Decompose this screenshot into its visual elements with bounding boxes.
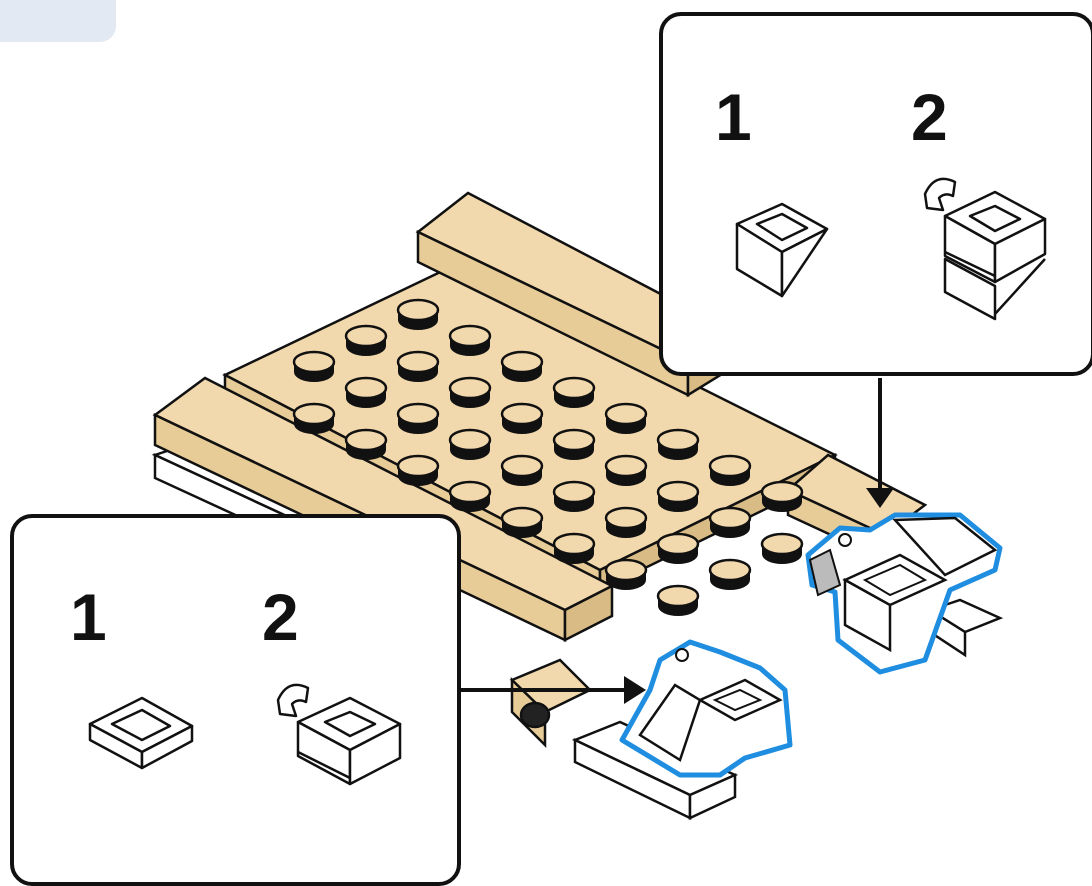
stud — [346, 378, 386, 398]
stud — [710, 560, 750, 580]
stud — [398, 404, 438, 424]
stud — [398, 352, 438, 372]
stud — [502, 508, 542, 528]
stud — [710, 456, 750, 476]
stud — [294, 352, 334, 372]
step-number: 1 — [715, 84, 752, 150]
stud — [398, 300, 438, 320]
stud — [606, 404, 646, 424]
stud — [294, 404, 334, 424]
stud — [450, 430, 490, 450]
stud — [502, 352, 542, 372]
clip-brick-1x1-icon — [270, 672, 410, 802]
stud — [554, 482, 594, 502]
bracket-with-pin — [512, 660, 590, 745]
step-number: 2 — [262, 584, 299, 650]
new-parts-right — [808, 515, 1000, 672]
stud — [346, 430, 386, 450]
stud — [658, 482, 698, 502]
stud — [554, 430, 594, 450]
stud — [554, 378, 594, 398]
stud — [502, 456, 542, 476]
new-parts-bottom — [622, 642, 790, 775]
stud — [762, 482, 802, 502]
stud — [606, 560, 646, 580]
stud — [658, 534, 698, 554]
callout-bottom: 1 2 — [10, 514, 461, 886]
stud — [450, 326, 490, 346]
stud — [606, 508, 646, 528]
stud — [450, 378, 490, 398]
clip-brick-1x1-icon — [915, 164, 1055, 324]
stud — [398, 456, 438, 476]
stud — [554, 534, 594, 554]
callout-top: 1 2 — [659, 12, 1092, 376]
stud — [346, 326, 386, 346]
slope-brick-1x1-icon — [727, 184, 847, 304]
stud — [606, 456, 646, 476]
stud — [710, 508, 750, 528]
stud — [762, 534, 802, 554]
step-number: 1 — [70, 584, 107, 650]
step-number: 2 — [911, 84, 948, 150]
stud — [450, 482, 490, 502]
slope-plate-1x1-icon — [82, 686, 202, 786]
stud — [502, 404, 542, 424]
stud — [658, 586, 698, 606]
stud — [658, 430, 698, 450]
